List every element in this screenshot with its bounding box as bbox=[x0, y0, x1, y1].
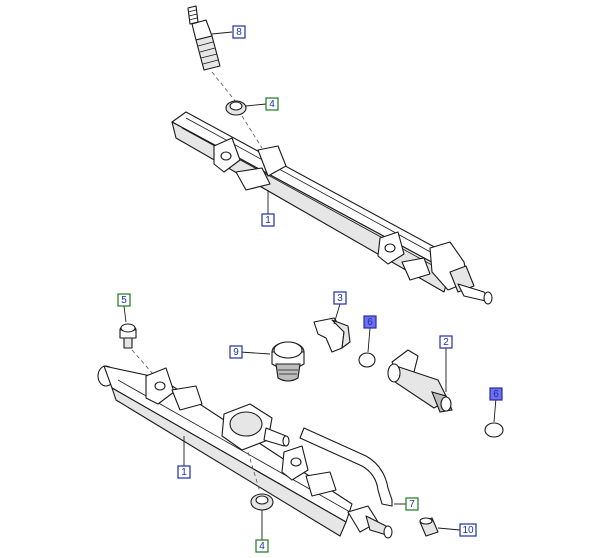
plug-part-10 bbox=[419, 517, 439, 537]
callout-6-lower: 6 bbox=[489, 387, 503, 401]
callout-box bbox=[489, 387, 503, 401]
cap-part-9 bbox=[271, 341, 305, 382]
callout-4-upper: 4 bbox=[265, 97, 279, 111]
callout-label: 6 bbox=[367, 317, 373, 328]
callout-label: 4 bbox=[269, 99, 275, 110]
callout-label: 3 bbox=[337, 293, 343, 304]
callout-label: 9 bbox=[233, 347, 239, 358]
stud-part-8 bbox=[187, 5, 237, 103]
callout-box bbox=[232, 25, 246, 39]
injector-part-2 bbox=[387, 349, 453, 413]
callout-box bbox=[261, 213, 275, 227]
callout-label: 8 bbox=[236, 27, 242, 38]
callout-7: 7 bbox=[405, 497, 419, 511]
callout-box bbox=[459, 523, 477, 537]
callout-4-lower: 4 bbox=[255, 539, 269, 553]
bolt-part-5 bbox=[119, 323, 161, 383]
callout-label: 7 bbox=[409, 499, 415, 510]
callout-box bbox=[229, 345, 243, 359]
callout-box bbox=[117, 293, 131, 307]
callout-1-lower: 1 bbox=[177, 465, 191, 479]
callout-label: 5 bbox=[121, 295, 127, 306]
callout-1-upper: 1 bbox=[261, 213, 275, 227]
callout-label: 1 bbox=[181, 467, 187, 478]
callout-box bbox=[255, 539, 269, 553]
washer-part-4-upper bbox=[225, 100, 263, 149]
callout-box bbox=[177, 465, 191, 479]
callout-label: 2 bbox=[443, 337, 449, 348]
callout-box bbox=[439, 335, 453, 349]
o-ring-part-6-lower bbox=[484, 422, 504, 438]
fuel-rail-part-1-lower bbox=[97, 365, 393, 539]
callout-9: 9 bbox=[229, 345, 243, 359]
callout-box bbox=[405, 497, 419, 511]
callout-box bbox=[333, 291, 347, 305]
callout-label: 10 bbox=[462, 525, 474, 536]
callout-label: 6 bbox=[493, 389, 499, 400]
callout-2: 2 bbox=[439, 335, 453, 349]
leader-lines bbox=[123, 31, 497, 540]
callout-box bbox=[265, 97, 279, 111]
o-ring-part-6-upper bbox=[358, 352, 376, 368]
callout-6-upper: 6 bbox=[363, 315, 377, 329]
callout-3: 3 bbox=[333, 291, 347, 305]
callout-label: 4 bbox=[259, 541, 265, 552]
callout-8: 8 bbox=[232, 25, 246, 39]
callout-5: 5 bbox=[117, 293, 131, 307]
callout-box bbox=[363, 315, 377, 329]
callout-label: 1 bbox=[265, 215, 271, 226]
callout-10: 10 bbox=[459, 523, 477, 537]
fuel-rail-part-1-upper bbox=[171, 111, 493, 305]
clip-part-3 bbox=[313, 317, 351, 353]
